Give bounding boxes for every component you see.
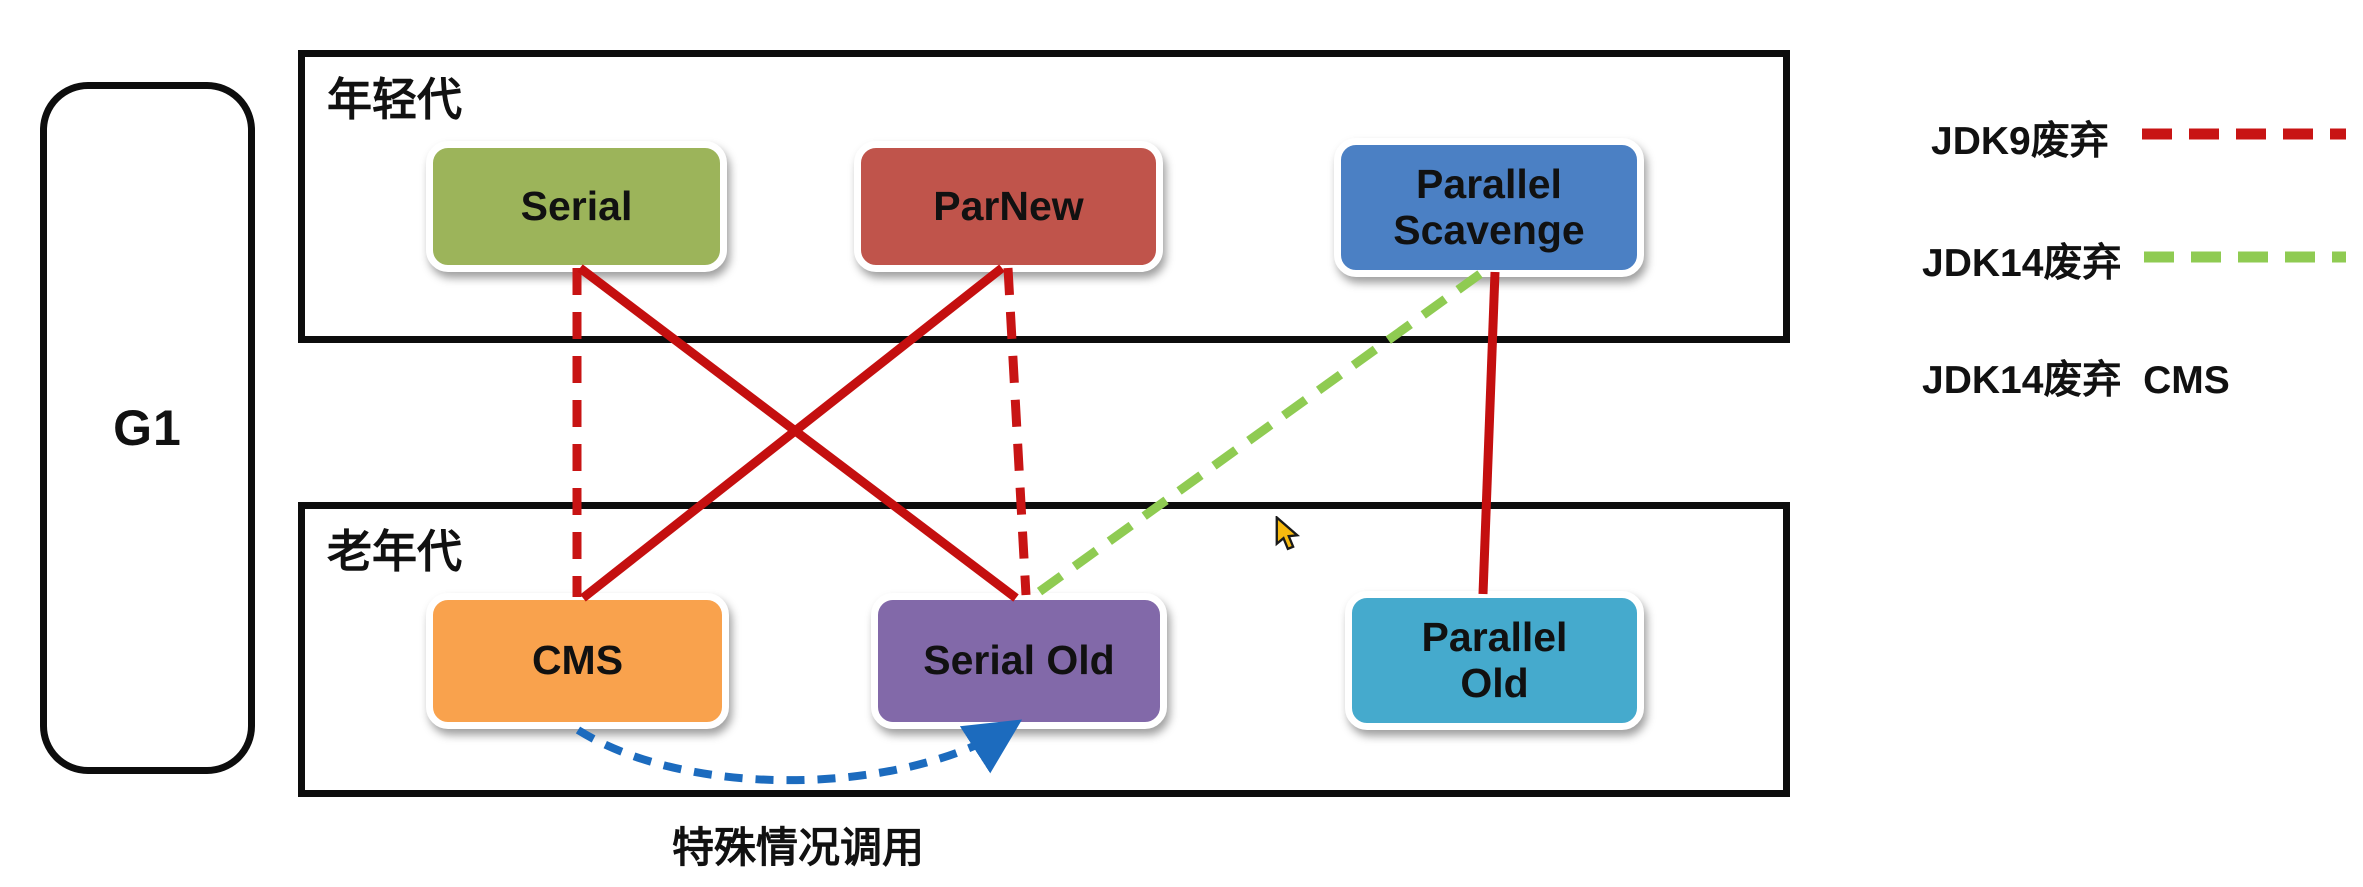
mouse-cursor-shape — [1275, 516, 1301, 551]
gc-box-parnew: ParNew — [854, 141, 1163, 272]
legend-jdk14-label: JDK14废弃 — [1922, 242, 2122, 285]
gc-box-parallel-old-label: Parallel Old — [1421, 613, 1568, 706]
old-generation-label: 老年代 — [327, 526, 463, 577]
gc-box-cms-label: CMS — [531, 637, 624, 684]
mouse-cursor-icon — [1275, 516, 1301, 551]
gc-box-parallel-scavenge: Parallel Scavenge — [1334, 138, 1644, 277]
g1-label: G1 — [113, 400, 182, 456]
gc-box-parnew-label: ParNew — [933, 182, 1084, 229]
legend-jdk9-label: JDK9废弃 — [1931, 120, 2109, 163]
gc-box-serial: Serial — [426, 141, 727, 272]
special-case-call-label: 特殊情况调用 — [672, 824, 925, 871]
gc-box-cms: CMS — [426, 593, 729, 729]
gc-box-serial-old-label: Serial Old — [923, 637, 1115, 684]
gc-box-parallel-old: Parallel Old — [1345, 591, 1644, 730]
gc-box-serial-label: Serial — [520, 182, 633, 229]
g1-box: G1 — [40, 82, 255, 774]
young-generation-label: 年轻代 — [327, 74, 463, 125]
legend-jdk14-cms-label: JDK14废弃 CMS — [1922, 359, 2230, 402]
gc-box-parallel-scavenge-label: Parallel Scavenge — [1393, 160, 1585, 253]
gc-box-serial-old: Serial Old — [871, 593, 1167, 729]
